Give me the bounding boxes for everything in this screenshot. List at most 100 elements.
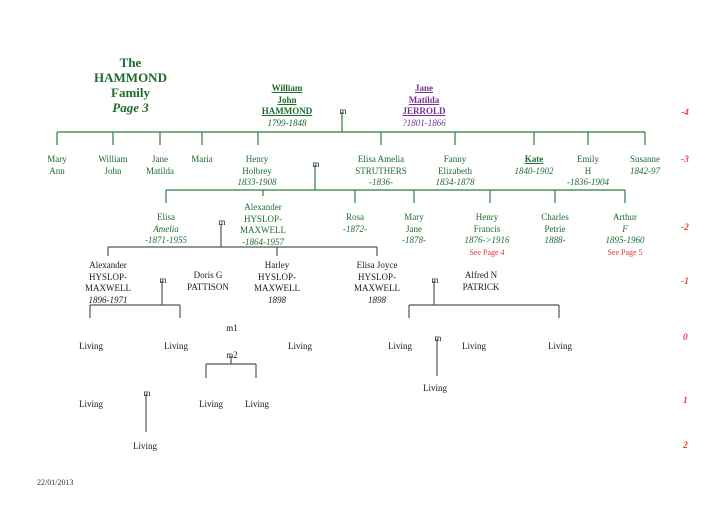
date-stamp: 22/01/2013	[37, 478, 74, 487]
person-name-line: Elisa	[157, 212, 175, 222]
person-name-line: Living	[133, 441, 157, 451]
person-name-line: MAXWELL	[240, 225, 286, 235]
person-name-line: Living	[462, 341, 486, 351]
person-name-line: Rosa	[346, 212, 364, 222]
person-name-line: Francis	[473, 223, 501, 234]
person-dates: 1898	[368, 294, 386, 305]
person-dates: 1896-1971	[88, 294, 128, 305]
marriage-g1-left: m	[143, 388, 151, 398]
person-living-g0-6: Living	[500, 341, 620, 353]
person-name-line: Harley	[264, 260, 290, 270]
person-living-g1-4: Living	[375, 383, 495, 395]
person-dates: 1842-97	[630, 165, 660, 176]
person-dates: -1878-	[402, 235, 426, 245]
person-name-line: Mary	[47, 154, 67, 164]
person-living-g0-5: Living	[414, 341, 534, 353]
person-name-line: Mary	[404, 212, 424, 222]
person-name-line: F	[622, 223, 628, 234]
marriage-g0-right: m	[434, 333, 442, 343]
person-name-line: Living	[79, 341, 103, 351]
person-name-line: MAXWELL	[354, 283, 400, 293]
person-name-line: Henry	[245, 154, 269, 164]
person-name-line: Amelia	[153, 223, 179, 234]
person-name-line: Living	[388, 341, 412, 351]
person-name-line: Susanne	[630, 154, 660, 164]
person-name-line: Matilda	[408, 94, 440, 105]
generation-label-2: 2	[683, 441, 688, 451]
person-name-line: PATTISON	[187, 281, 229, 292]
person-dates: 1833-1908	[237, 177, 277, 187]
person-dates: ?1801-1866	[402, 117, 446, 128]
person-dates: -1836-1904	[567, 177, 609, 187]
person-name-line: JERROLD	[402, 106, 446, 116]
person-name-line: Jane	[406, 223, 422, 234]
person-living-g2-1: Living	[85, 441, 205, 453]
person-name-line: Elisa Amelia	[357, 154, 405, 164]
title-line-2: HAMMOND	[94, 70, 167, 85]
person-name-line: HYSLOP-	[357, 271, 396, 282]
person-name-line: PATRICK	[462, 281, 500, 292]
title-line-3: Family	[111, 85, 150, 100]
person-name-line: Living	[79, 399, 103, 409]
person-name-line: Matilda	[146, 165, 174, 176]
marriage-elisa-alexander: m	[218, 217, 226, 227]
generation-label-minus1: -1	[681, 277, 689, 287]
person-name-line: William	[98, 154, 128, 164]
person-dates: 1895-1960	[605, 235, 645, 245]
person-maria: Maria	[142, 154, 262, 166]
person-dates: -1871-1955	[145, 235, 187, 245]
person-dates: -1864-1957	[242, 236, 284, 247]
generation-label-minus4: -4	[681, 108, 689, 118]
marriage-alexander-doris: m	[159, 275, 167, 285]
person-name-line: MAXWELL	[254, 283, 300, 293]
person-name-line: Arthur	[613, 212, 637, 222]
person-name-line: Living	[423, 383, 447, 393]
person-living-g1-3: Living	[197, 399, 317, 411]
person-name-line: HYSLOP-	[257, 271, 296, 282]
person-name-line: Kate	[524, 154, 544, 164]
person-name-line: Ann	[49, 165, 65, 176]
person-name-line: Fanny	[443, 154, 467, 164]
person-living-g0-3: Living	[240, 341, 360, 353]
person-living-g1-1: Living	[31, 399, 151, 411]
person-name-line: Living	[288, 341, 312, 351]
person-living-g0-4: Living	[340, 341, 460, 353]
person-rosa: Rosa-1872-	[295, 212, 415, 235]
person-name-line: Charles	[541, 212, 569, 222]
person-dates: 1799-1848	[267, 117, 307, 128]
marriage-hammond-jerrold: m	[339, 106, 347, 116]
marriage-g0-m1: m1	[226, 323, 238, 333]
see-page-reference[interactable]: See Page 5	[607, 247, 643, 257]
person-name-line: Living	[548, 341, 572, 351]
person-name-line: Elizabeth	[438, 165, 472, 176]
see-page-reference[interactable]: See Page 4	[469, 247, 505, 257]
person-name-line: Alfred N	[464, 270, 498, 280]
marriage-henry-elisa: m	[312, 159, 320, 169]
marriage-elisa-joyce-alfred: m	[431, 275, 439, 285]
person-name-line: Emily	[577, 154, 599, 164]
person-name-line: H	[584, 165, 592, 176]
person-dates: -1872-	[343, 223, 367, 234]
generation-label-1: 1	[683, 396, 688, 406]
person-name-line: MAXWELL	[85, 283, 131, 293]
person-name-line: HYSLOP-	[243, 213, 282, 224]
generation-label-minus3: -3	[681, 155, 689, 165]
person-name-line: Living	[199, 399, 223, 409]
person-dates: 1840-1902	[514, 165, 554, 176]
